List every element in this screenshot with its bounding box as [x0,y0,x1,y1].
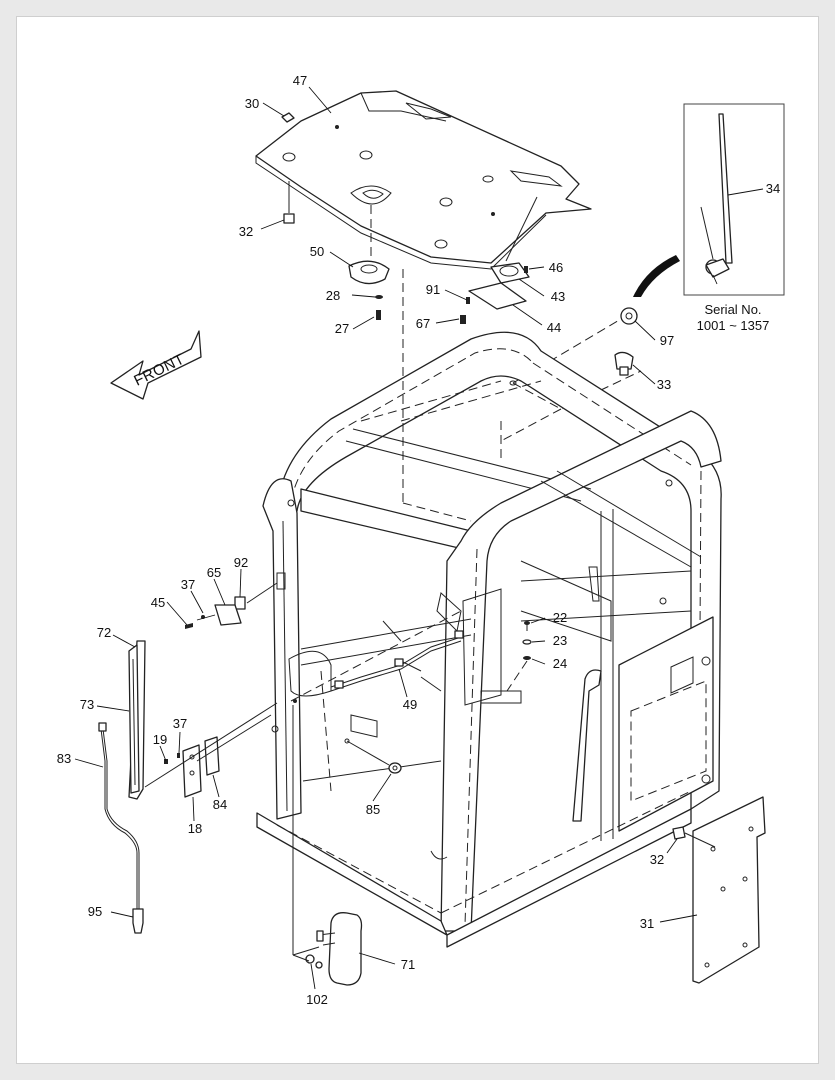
cab-frame [256,331,722,948]
callout-33: 33 [657,377,671,392]
callout-49: 49 [403,697,417,712]
callout-67: 67 [416,316,430,331]
callout-72: 72 [97,625,111,640]
rear-panel-part-31 [672,796,766,984]
callout-24: 24 [553,656,567,671]
serial-number-range: 1001 ~ 1357 [697,318,770,333]
callout-65: 65 [207,565,221,580]
callout-37-upper: 37 [181,577,195,592]
callout-95: 95 [88,904,102,919]
parts-diagram-sheet: Serial No. 1001 ~ 1357 FRONT [16,16,819,1064]
callout-27: 27 [335,321,349,336]
callout-91: 91 [426,282,440,297]
callout-34: 34 [766,181,780,196]
callout-71: 71 [401,957,415,972]
wiper-motor-bracket [144,702,278,798]
callout-22: 22 [553,610,567,625]
washer-cable-part-83 [98,722,144,934]
callout-31: 31 [640,916,654,931]
callout-19: 19 [153,732,167,747]
callout-84: 84 [213,797,227,812]
antenna-inset-box: Serial No. 1001 ~ 1357 [683,103,785,333]
front-direction-arrow: FRONT [110,330,202,400]
callout-46: 46 [549,260,563,275]
inset-pointer-arrow [633,255,680,297]
callout-85: 85 [366,802,380,817]
callout-37-lower: 37 [173,716,187,731]
callout-43: 43 [551,289,565,304]
callout-23: 23 [553,633,567,648]
callout-labels: 47 30 32 50 28 27 46 91 43 67 44 34 97 3… [57,73,780,1007]
roof-assembly-dashed-leaders [402,269,502,522]
callout-28: 28 [326,288,340,303]
left-bracket-parts [185,582,278,629]
serial-number-label: Serial No. [704,302,761,317]
wiring-harness-part-49 [330,630,464,692]
front-label: FRONT [131,351,187,390]
callout-92: 92 [234,555,248,570]
callout-45: 45 [151,595,165,610]
callout-30: 30 [245,96,259,111]
callout-32-panel: 32 [650,852,664,867]
inner-small-parts [344,621,532,774]
lamp-part-71 [292,705,363,986]
callout-44: 44 [547,320,561,335]
callout-97: 97 [660,333,674,348]
callout-47: 47 [293,73,307,88]
callout-18: 18 [188,821,202,836]
callout-50: 50 [310,244,324,259]
callout-32-roof: 32 [239,224,253,239]
callout-83: 83 [57,751,71,766]
callout-102: 102 [306,992,328,1007]
roof-cover-part-47 [255,90,592,270]
wiper-arm-part-72 [128,640,146,800]
callout-leader-lines [74,86,764,990]
callout-73: 73 [80,697,94,712]
cab-exploded-view: Serial No. 1001 ~ 1357 FRONT [57,73,785,1007]
